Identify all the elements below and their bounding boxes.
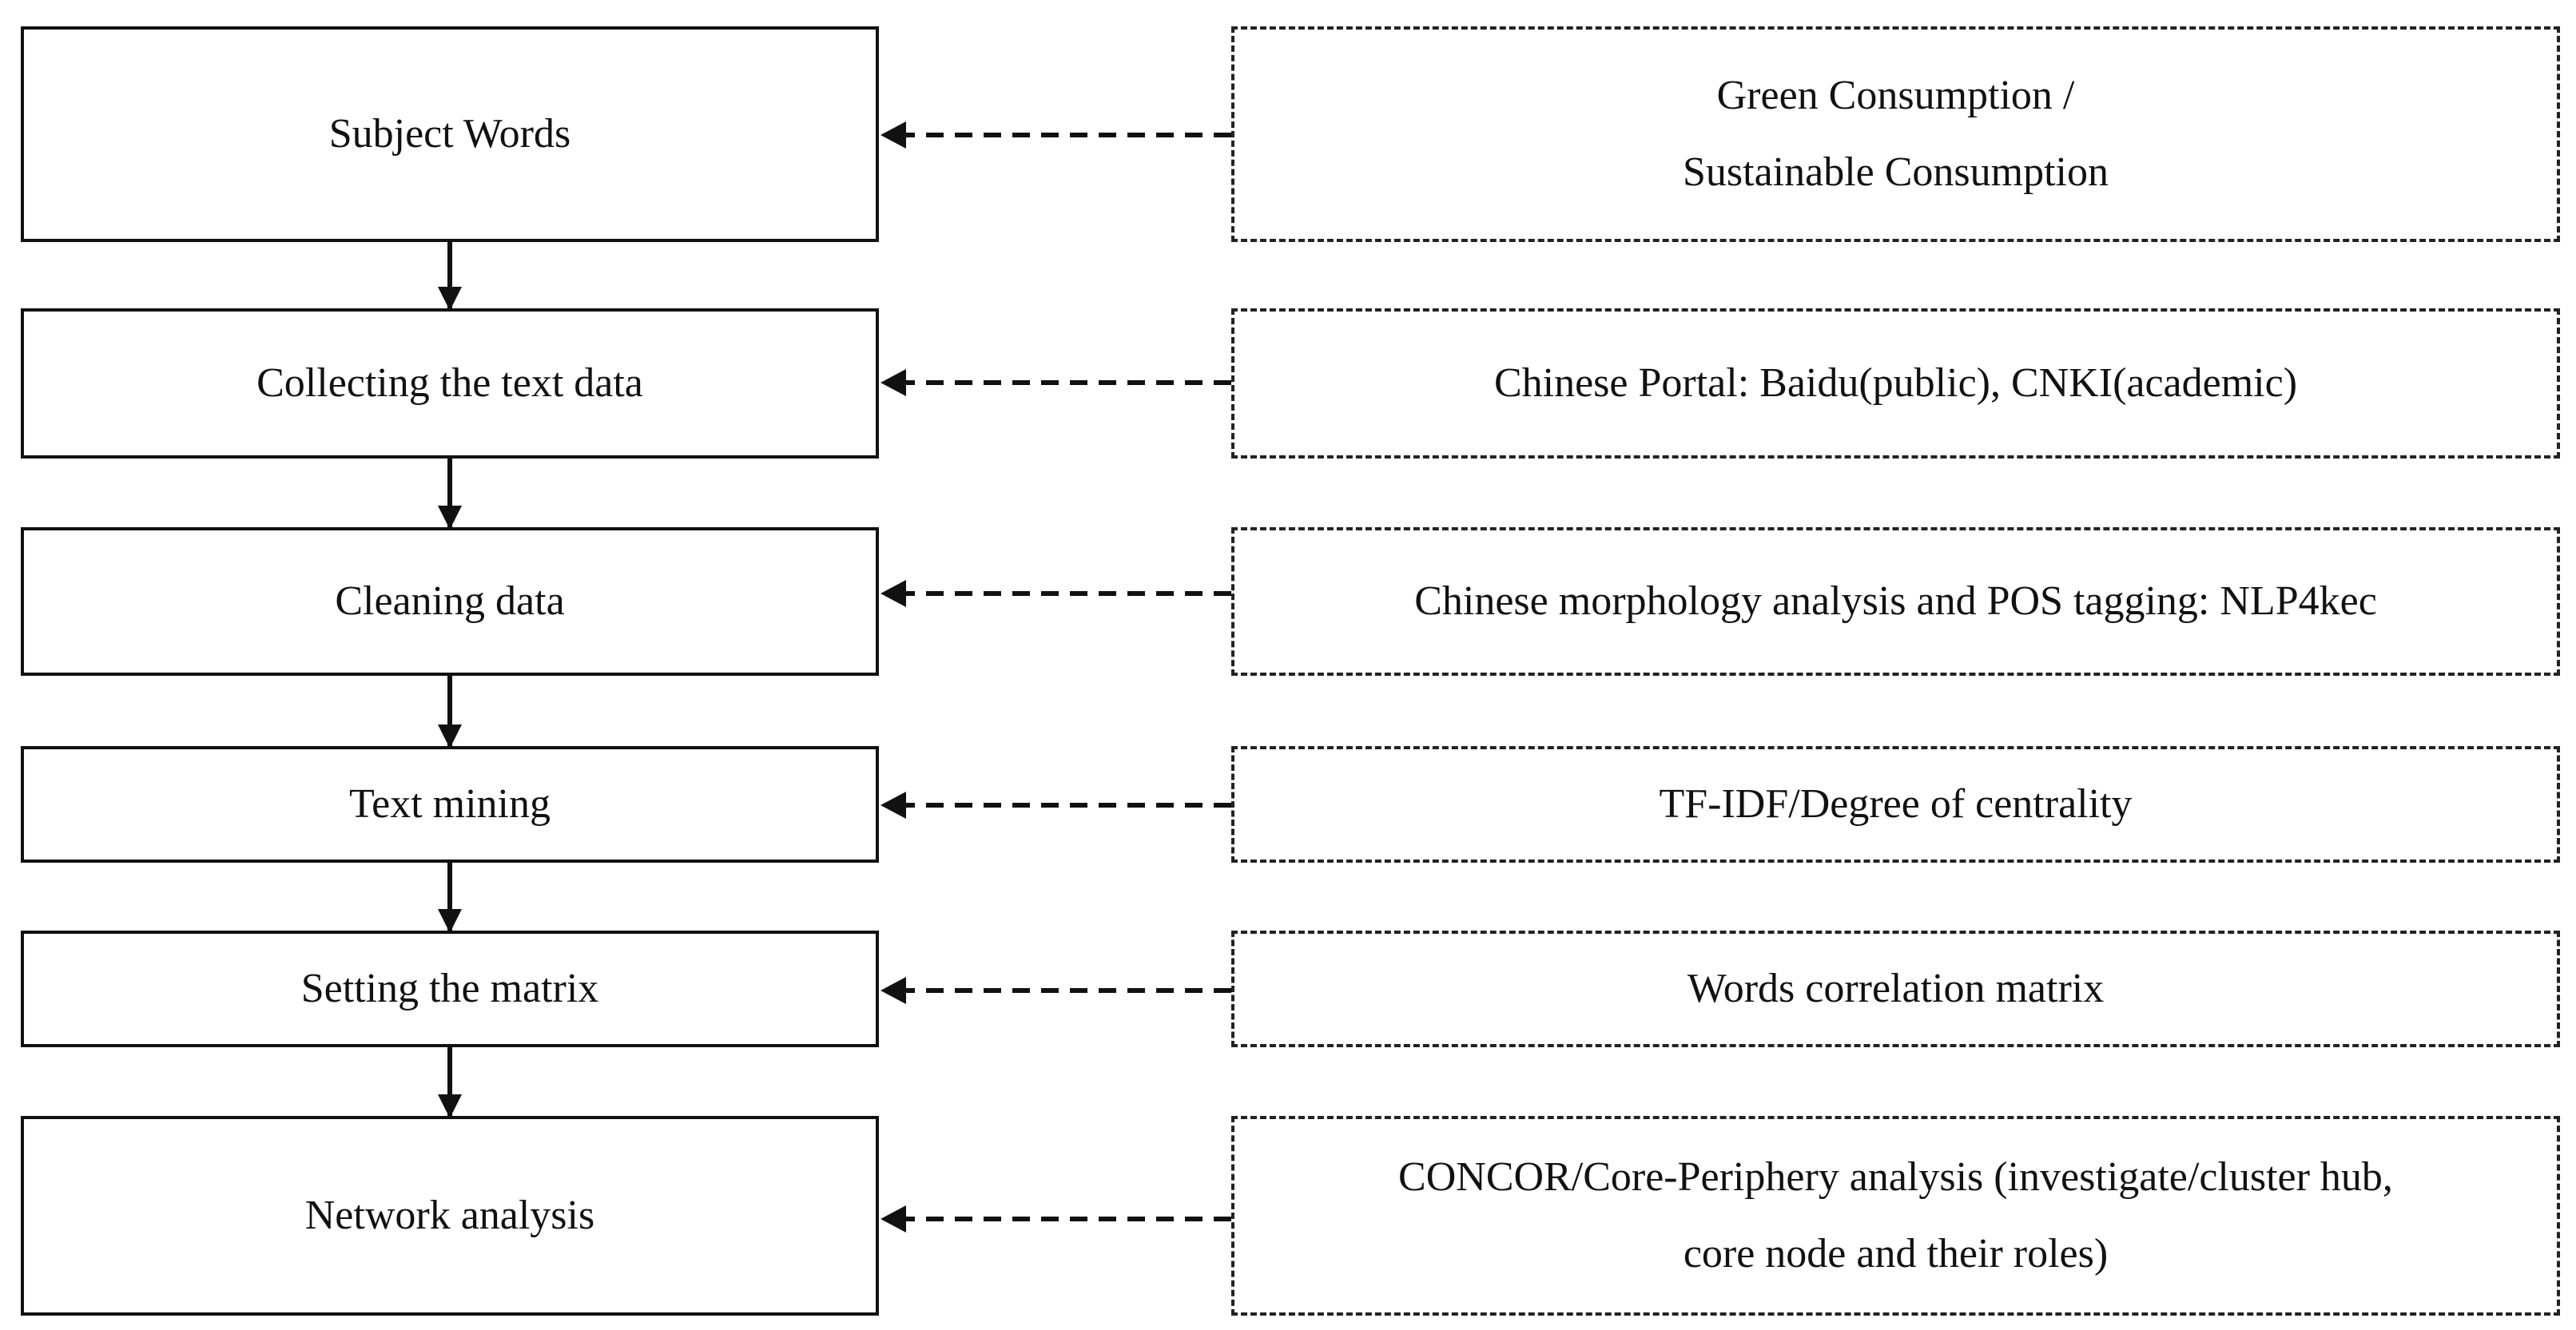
- step-collecting-text-data: Collecting the text data: [21, 308, 879, 459]
- step-label: Text mining: [348, 781, 551, 827]
- method-arrow-3: [881, 580, 1231, 607]
- method-line: TF-IDF/Degree of centrality: [1659, 781, 2133, 827]
- method-correlation-matrix: Words correlation matrix: [1231, 931, 2560, 1047]
- method-tfidf-degree: TF-IDF/Degree of centrality: [1231, 746, 2560, 863]
- method-line: Green Consumption /: [1716, 73, 2075, 118]
- method-line: Chinese morphology analysis and POS tagg…: [1414, 578, 2377, 624]
- method-arrow-2: [881, 369, 1231, 396]
- step-label: Subject Words: [328, 111, 571, 157]
- step-text-mining: Text mining: [21, 746, 879, 863]
- step-network-analysis: Network analysis: [21, 1116, 879, 1316]
- method-arrow-6: [881, 1205, 1231, 1233]
- step-subject-words: Subject Words: [21, 26, 879, 242]
- method-line: core node and their roles): [1683, 1231, 2109, 1276]
- step-label: Cleaning data: [335, 578, 565, 624]
- step-label: Setting the matrix: [300, 966, 599, 1011]
- step-label: Network analysis: [304, 1193, 595, 1238]
- method-green-consumption: Green Consumption / Sustainable Consumpt…: [1231, 26, 2560, 242]
- method-line: Words correlation matrix: [1687, 966, 2105, 1011]
- method-line: Sustainable Consumption: [1683, 149, 2109, 195]
- step-setting-matrix: Setting the matrix: [21, 931, 879, 1047]
- method-arrow-5: [881, 977, 1231, 1004]
- step-label: Collecting the text data: [256, 360, 643, 406]
- step-cleaning-data: Cleaning data: [21, 527, 879, 676]
- method-morphology-pos: Chinese morphology analysis and POS tagg…: [1231, 527, 2560, 676]
- method-concor: CONCOR/Core-Periphery analysis (investig…: [1231, 1116, 2560, 1316]
- method-chinese-portal: Chinese Portal: Baidu(public), CNKI(acad…: [1231, 308, 2560, 459]
- method-line: Chinese Portal: Baidu(public), CNKI(acad…: [1493, 360, 2298, 406]
- method-line: CONCOR/Core-Periphery analysis (investig…: [1398, 1154, 2393, 1200]
- method-arrow-1: [881, 121, 1231, 149]
- method-arrow-4: [881, 792, 1231, 819]
